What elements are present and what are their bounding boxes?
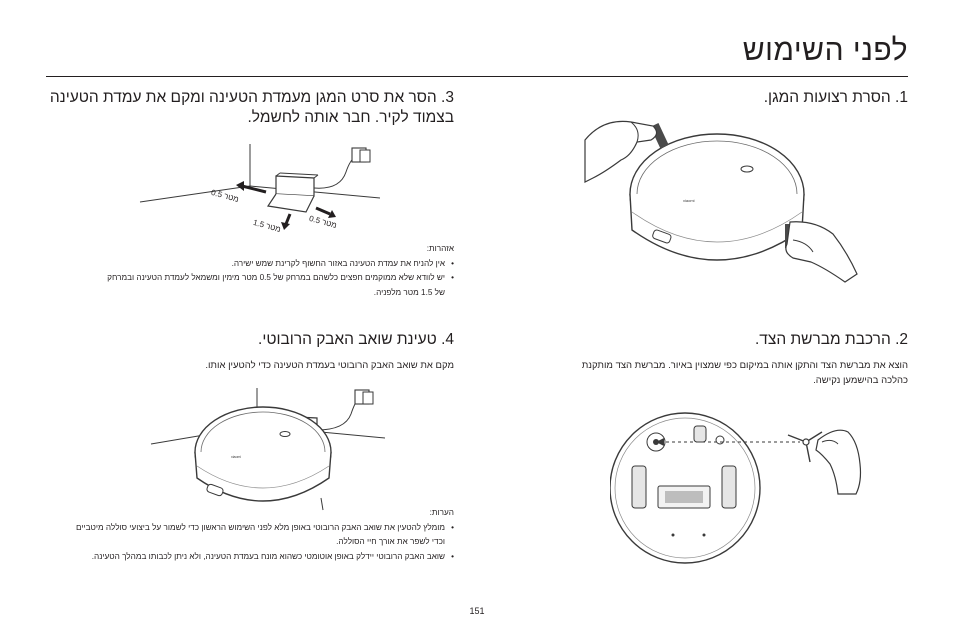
note-item-1-line-2: וכדי לשפר את אורך חיי הסוללה.	[336, 537, 445, 546]
warnings-title: אזהרות:	[426, 244, 454, 253]
section-1-heading: 1. הסרת רצועות המגן.	[763, 89, 908, 106]
title-divider	[46, 76, 908, 77]
warning-item-2-line-1: יש לוודא שלא ממוקמים חפצים כלשהם במרחק ש…	[107, 273, 445, 282]
section-2-heading: 2. הרכבת מברשת הצד.	[755, 331, 908, 348]
section-4-body: מקם את שואב האבק הרובוטי בעמדת הטעינה כד…	[205, 360, 454, 371]
notes-title: הערות:	[429, 508, 454, 517]
svg-text:xiaomi: xiaomi	[683, 198, 695, 203]
warning-item-2-line-2: של 1.5 מטר מלפניה.	[373, 287, 445, 297]
dim-front-label: 1.5 מטר	[252, 218, 282, 234]
section-3-warnings: אזהרות: אין להניח את עמדת הטעינה באזור ה…	[70, 242, 454, 300]
note-item-1-line-1: מומלץ להטעין את שואב האבק הרובוטי באופן …	[76, 522, 445, 532]
illustration-remove-tape: xiaomi	[584, 120, 858, 283]
warning-item-1: אין להניח את עמדת הטעינה באזור החשוף לקר…	[70, 257, 454, 272]
section-2-line-1: הוצא את מברשת הצד והתקן אותה במיקום כפי …	[581, 360, 908, 371]
note-item-1: מומלץ להטעין את שואב האבק הרובוטי באופן …	[46, 521, 454, 550]
section-4-heading: 4. טעינת שואב האבק הרובוטי.	[258, 331, 454, 348]
section-3-heading-line-1: 3. הסר את סרט המגן מעמדת הטעינה ומקם את …	[49, 89, 454, 106]
illustration-charging: xiaomi	[150, 388, 386, 511]
section-2-body: הוצא את מברשת הצד והתקן אותה במיקום כפי …	[488, 358, 908, 388]
warning-item-2: יש לוודא שלא ממוקמים חפצים כלשהם במרחק ש…	[70, 271, 454, 300]
section-2-line-2: כהלכה בהישמען נקישה.	[813, 375, 908, 386]
note-item-2: שואב האבק הרובוטי יידלק באופן אוטומטי כש…	[46, 550, 454, 565]
svg-text:xiaomi: xiaomi	[231, 455, 241, 459]
section-3-heading-line-2: בצמוד לקיר. חבר אותה לחשמל.	[247, 109, 454, 126]
page-title: לפני השימוש	[742, 34, 908, 67]
illustration-side-brush	[610, 412, 862, 564]
page-number: 151	[469, 606, 485, 616]
illustration-dock-placement: 0.5 מטר 0.5 מטר 1.5 מטר	[139, 144, 381, 234]
section-3-heading: 3. הסר את סרט המגן מעמדת הטעינה ומקם את …	[46, 88, 454, 128]
section-4-notes: הערות: מומלץ להטעין את שואב האבק הרובוטי…	[46, 506, 454, 564]
dim-left-label: 0.5 מטר	[210, 188, 240, 204]
